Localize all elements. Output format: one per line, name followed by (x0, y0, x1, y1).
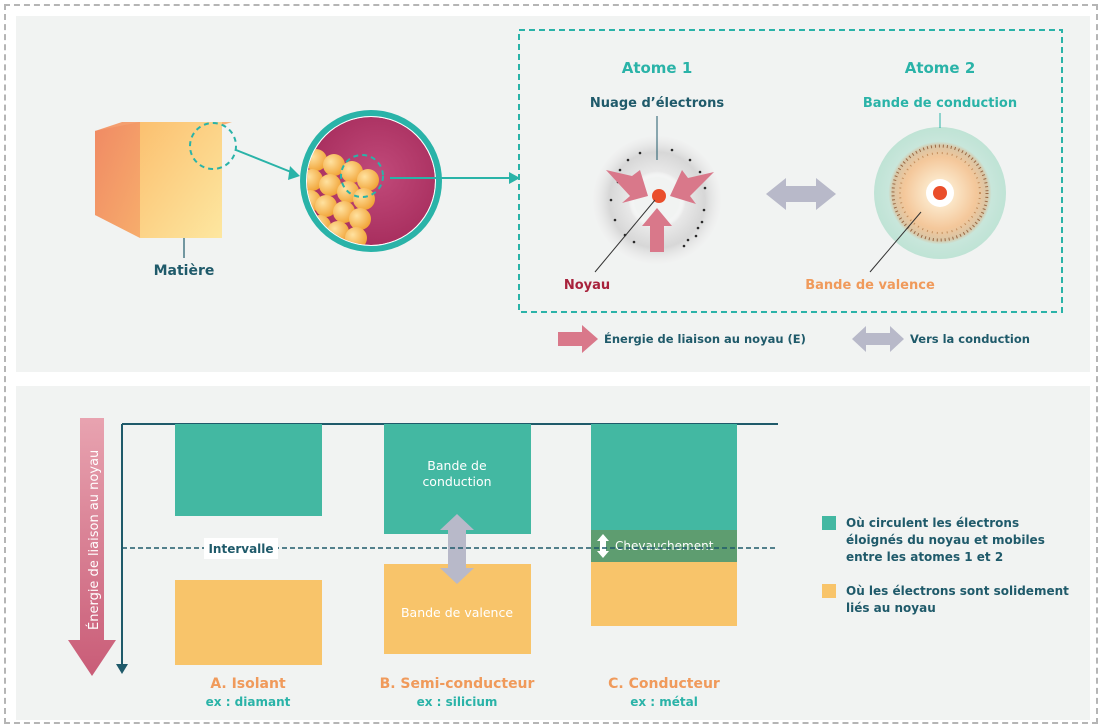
nucleus (652, 189, 666, 203)
legend-orange-line2: liés au noyau (846, 601, 936, 615)
energy-axis-label: Énergie de liaison au noyau (86, 450, 102, 630)
vertical-axis-arrowhead (116, 664, 128, 674)
nuage-label: Nuage d’électrons (590, 96, 724, 111)
energy-axis-arrow (68, 418, 116, 676)
legend-energy-text: Énergie de liaison au noyau (E) (604, 331, 806, 346)
bande-conduction-label: Bande de conduction (863, 96, 1017, 111)
atome2-title: Atome 2 (905, 59, 976, 77)
legend-conduction: Vers la conduction (852, 326, 1030, 352)
valence-band-dots (891, 144, 989, 242)
conducteur-conduction-band (591, 424, 737, 532)
bande-valence-label: Bande de valence (805, 278, 935, 293)
nucleus-2 (933, 186, 947, 200)
conduction-double-arrow (766, 178, 836, 210)
semi-gap-arrow (440, 514, 474, 584)
col-c-sub: ex : métal (630, 695, 698, 709)
atom-connector-arrowhead (509, 172, 520, 184)
col-b-sub: ex : silicium (417, 695, 498, 709)
energy-arrow-bottom (642, 208, 672, 252)
zoom-circle-small (189, 122, 237, 170)
col-a-sub: ex : diamant (206, 695, 291, 709)
valence-band-dots-inner (899, 152, 981, 234)
legend-teal-swatch (822, 516, 836, 530)
matter-cube (95, 122, 232, 238)
legend-energy: Énergie de liaison au noyau (E) (558, 325, 806, 353)
legend-orange-line1: Où les électrons sont solidement (846, 584, 1069, 598)
zoom-arrowhead (288, 166, 300, 180)
atom1 (593, 116, 721, 273)
isolant-conduction-band (175, 424, 322, 516)
legend-conduction-arrow (852, 326, 904, 352)
energy-arrow-left (606, 170, 648, 203)
legend-energy-arrow (558, 325, 598, 353)
legend-teal-line3: entre les atomes 1 et 2 (846, 550, 1003, 564)
col-a-title: A. Isolant (210, 676, 286, 692)
zoom-circle-inner (340, 154, 384, 198)
semi-conduction-label-1: Bande de (427, 458, 487, 473)
atoms-box (518, 29, 1063, 313)
legend-teal-line2: éloignés du noyau et mobiles (846, 533, 1045, 547)
legend-teal-line1: Où circulent les électrons (846, 516, 1019, 530)
noyau-leader-line (594, 199, 656, 273)
col-b-title: B. Semi-conducteur (380, 676, 535, 692)
legend-conduction-text: Vers la conduction (910, 332, 1030, 346)
noyau-label: Noyau (564, 278, 610, 293)
col-c-title: C. Conducteur (608, 676, 720, 692)
valence-leader-line (869, 211, 922, 273)
zoom-circle (300, 110, 442, 252)
overlap-arrow (597, 534, 609, 558)
overlap-band (591, 530, 737, 562)
conducteur-valence-band (591, 562, 737, 626)
cube-front-face (140, 122, 222, 238)
energy-axis: Énergie de liaison au noyau (68, 418, 116, 676)
isolant-valence-band (175, 580, 322, 665)
semi-conduction-label-2: conduction (422, 474, 491, 489)
semi-valence-label: Bande de valence (401, 605, 513, 620)
intervalle-label: Intervalle (208, 542, 273, 556)
zoom-connector-line (235, 149, 297, 175)
atome1-title: Atome 1 (622, 59, 693, 77)
atom2 (869, 113, 1006, 273)
matiere-label: Matière (154, 263, 215, 279)
energy-arrow-right (670, 170, 714, 204)
legend-orange-swatch (822, 584, 836, 598)
intervalle-label-bg (204, 538, 278, 559)
chevauchement-label: Chevauchement (615, 539, 714, 553)
